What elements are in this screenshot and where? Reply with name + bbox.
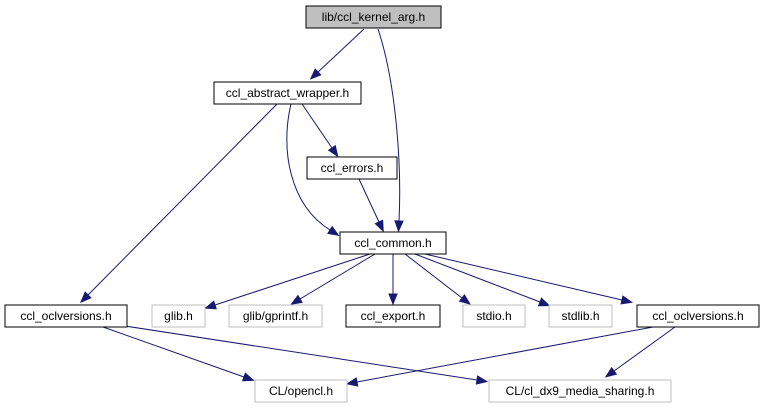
edge-common-to-glib: [204, 253, 371, 310]
edge-line: [214, 253, 371, 306]
arrowhead-icon: [327, 144, 339, 158]
edge-line: [356, 326, 654, 383]
edge-errors-to-common: [358, 178, 384, 233]
edge-line: [87, 103, 278, 296]
edge-line: [424, 253, 623, 301]
node-stdlib[interactable]: stdlib.h: [548, 304, 613, 328]
node-dx9-media-sharing[interactable]: CL/cl_dx9_media_sharing.h: [488, 379, 672, 403]
node-common[interactable]: ccl_common.h: [339, 231, 447, 255]
arrowhead-icon: [394, 220, 404, 233]
node-oclversions-right[interactable]: ccl_oclversions.h: [636, 304, 760, 328]
edge-common-to-gprintf: [290, 253, 376, 305]
edge-common-to-stdio: [404, 253, 471, 305]
edge-line: [404, 253, 463, 299]
edge-abstract_wrapper-to-errors: [301, 103, 339, 158]
arrowhead-icon: [620, 295, 634, 305]
edge-oclversions_right-to-opencl: [345, 326, 654, 387]
edge-kernel_arg-to-common: [377, 28, 404, 233]
edge-abstract_wrapper-to-common: [286, 103, 340, 237]
node-export[interactable]: ccl_export.h: [345, 304, 441, 328]
node-label: CL/cl_dx9_media_sharing.h: [506, 384, 655, 398]
edge-line: [358, 178, 380, 223]
arrowhead-icon: [374, 219, 384, 233]
edge-abstract_wrapper-to-oclversions_left: [80, 103, 278, 304]
node-label: ccl_oclversions.h: [652, 309, 743, 323]
node-errors[interactable]: ccl_errors.h: [306, 156, 398, 180]
node-label: ccl_oclversions.h: [20, 309, 111, 323]
node-label: ccl_common.h: [354, 236, 431, 250]
edge-line: [301, 103, 333, 149]
arrowhead-icon: [475, 375, 489, 385]
arrowhead-icon: [458, 293, 471, 305]
arrowhead-icon: [388, 293, 398, 306]
arrowhead-icon: [604, 366, 618, 378]
node-oclversions-left[interactable]: ccl_oclversions.h: [4, 304, 128, 328]
node-kernel-arg[interactable]: lib/ccl_kernel_arg.h: [305, 5, 442, 29]
edge-line: [317, 28, 365, 73]
arrowhead-icon: [537, 297, 551, 307]
edge-oclversions_left-to-dx9: [124, 325, 489, 385]
edge-oclversions_right-to-dx9: [604, 326, 676, 378]
node-glib[interactable]: glib.h: [151, 304, 206, 328]
node-label: stdlib.h: [561, 309, 599, 323]
edge-line: [414, 253, 541, 303]
edge-common-to-oclversions_right: [424, 253, 634, 305]
edge-oclversions_left-to-opencl: [102, 326, 255, 382]
edge-line: [299, 253, 376, 300]
edge-line: [102, 326, 245, 378]
node-label: ccl_export.h: [361, 309, 426, 323]
arrowhead-icon: [309, 68, 322, 80]
arrowhead-icon: [80, 291, 92, 304]
node-abstract-wrapper[interactable]: ccl_abstract_wrapper.h: [213, 81, 362, 105]
node-label: lib/ccl_kernel_arg.h: [322, 10, 425, 24]
node-label: ccl_errors.h: [321, 161, 384, 175]
arrowhead-icon: [204, 300, 217, 310]
edge-line: [377, 28, 401, 222]
node-gprintf[interactable]: glib/gprintf.h: [228, 304, 323, 328]
arrowhead-icon: [241, 372, 255, 382]
arrowhead-icon: [290, 294, 303, 305]
node-stdio[interactable]: stdio.h: [462, 304, 526, 328]
node-opencl[interactable]: CL/opencl.h: [254, 379, 348, 403]
node-label: ccl_abstract_wrapper.h: [226, 86, 349, 100]
node-label: CL/opencl.h: [269, 384, 333, 398]
nodes-layer: lib/ccl_kernel_arg.h ccl_abstract_wrappe…: [4, 5, 760, 403]
edge-line: [286, 103, 331, 231]
node-label: glib.h: [164, 309, 193, 323]
node-label: stdio.h: [476, 309, 511, 323]
edge-common-to-export: [388, 254, 398, 306]
arrowhead-icon: [327, 225, 340, 237]
edge-line: [613, 326, 676, 372]
arrowhead-icon: [345, 377, 359, 387]
node-label: glib/gprintf.h: [243, 309, 308, 323]
edge-common-to-stdlib: [414, 253, 551, 307]
edges-layer: [80, 28, 676, 387]
edge-kernel_arg-to-abstract_wrapper: [309, 28, 365, 80]
